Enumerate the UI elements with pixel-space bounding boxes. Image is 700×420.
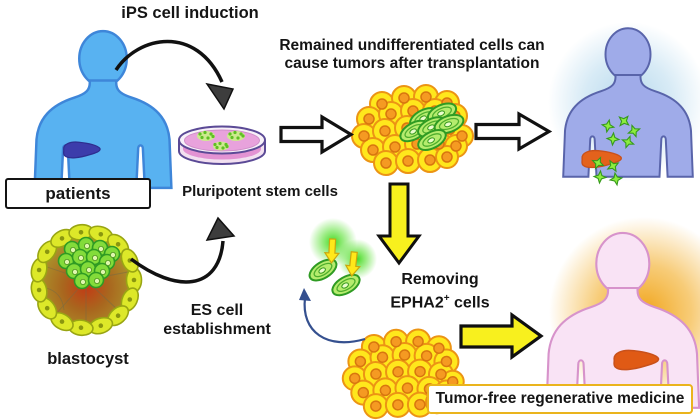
arrow-cluster-to-patient [474,111,553,152]
es-line2: establishment [163,320,271,338]
undiff-cell-cluster [351,84,474,176]
removing-epha2-label: Removing EPHA2+ cells [372,270,508,312]
pluripotent-label: Pluripotent stem cells [182,183,338,200]
tumor-warning-line2: cause tumors after transplantation [284,54,540,72]
petri-dish [178,125,266,165]
removal-curved-arrow [299,288,366,344]
patients-label-box: patients [5,178,151,209]
arrow-transplant-right [459,311,544,361]
trophoblast-cells [30,223,143,337]
label-tag-icon [323,238,341,265]
inner-cell-mass [57,236,121,290]
es-line1: ES cell [190,302,244,319]
tumor-warning-line1: Remained undifferentiated cells can [279,37,545,54]
arrow-removal-down [376,182,422,266]
es-establishment-label: ES cell establishment [152,302,282,339]
blastocyst-label: blastocyst [47,350,129,368]
epha2-cells [305,218,377,301]
removing-line2: EPHA2+ cells [390,293,490,312]
ips-induction-label: iPS cell induction [121,4,259,22]
ips-induction-arrow [114,39,235,111]
patient-figure [33,29,173,190]
es-establishment-arrow [129,216,236,284]
arrow-dish-to-cluster [279,114,355,155]
stem-cell-colonies [197,130,245,151]
label-tag-icon [344,251,361,277]
epha2-plus-superscript: + [443,293,450,304]
blastocyst-figure [30,223,143,337]
tumor-free-label-box: Tumor-free regenerative medicine [427,384,693,414]
tumor-warning-label: Remained undifferentiated cells can caus… [270,37,554,72]
removing-line1: Removing [401,271,479,288]
